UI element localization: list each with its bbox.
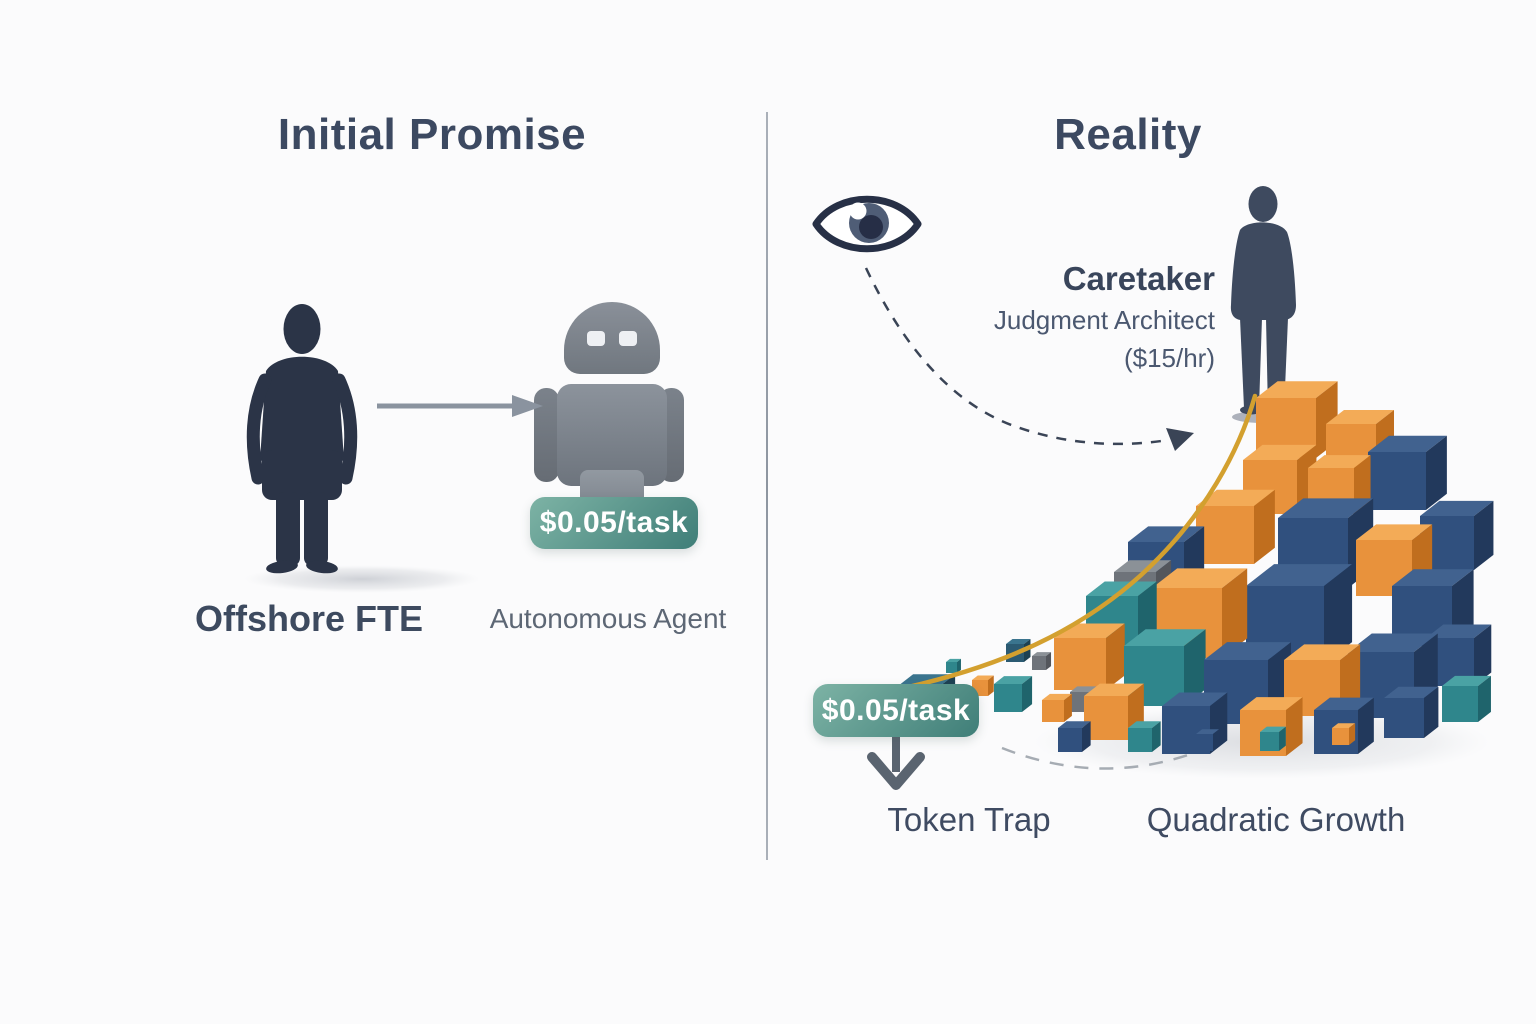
robot-body bbox=[557, 384, 667, 486]
person-shadow bbox=[244, 565, 480, 593]
cube-pile-shadow bbox=[1034, 705, 1490, 779]
quadratic-growth-label: Quadratic Growth bbox=[1146, 801, 1406, 838]
left-panel-title: Initial Promise bbox=[277, 110, 587, 159]
price-badge-left: $0.05/task bbox=[530, 497, 698, 549]
robot-head bbox=[564, 302, 660, 374]
token-cube-pile bbox=[898, 381, 1494, 756]
autonomous-agent-label: Autonomous Agent bbox=[489, 603, 727, 634]
robot-icon bbox=[528, 300, 688, 512]
price-badge-right: $0.05/task bbox=[813, 684, 979, 737]
eye-icon bbox=[812, 195, 922, 253]
ground-dashed-arc bbox=[1001, 744, 1213, 770]
arrow-right-icon bbox=[377, 395, 543, 417]
caretaker-person-silhouette-icon bbox=[1230, 186, 1296, 423]
robot-eye-icon bbox=[587, 331, 605, 346]
offshore-fte-label: Offshore FTE bbox=[194, 598, 424, 639]
caretaker-rate: ($15/hr) bbox=[1123, 343, 1215, 373]
panel-divider bbox=[766, 112, 768, 860]
arrow-down-icon bbox=[867, 737, 925, 790]
caretaker-title: Caretaker bbox=[1062, 260, 1215, 297]
token-trap-label: Token Trap bbox=[887, 801, 1051, 838]
quadratic-growth-curve bbox=[841, 393, 1258, 703]
right-panel-title: Reality bbox=[1054, 110, 1202, 159]
caretaker-annotation: Caretaker Judgment Architect ($15/hr) bbox=[994, 260, 1215, 374]
caretaker-role: Judgment Architect bbox=[993, 305, 1215, 335]
offshore-person-silhouette-icon bbox=[246, 304, 358, 574]
robot-arm bbox=[534, 388, 559, 482]
robot-eye-icon bbox=[619, 331, 637, 346]
